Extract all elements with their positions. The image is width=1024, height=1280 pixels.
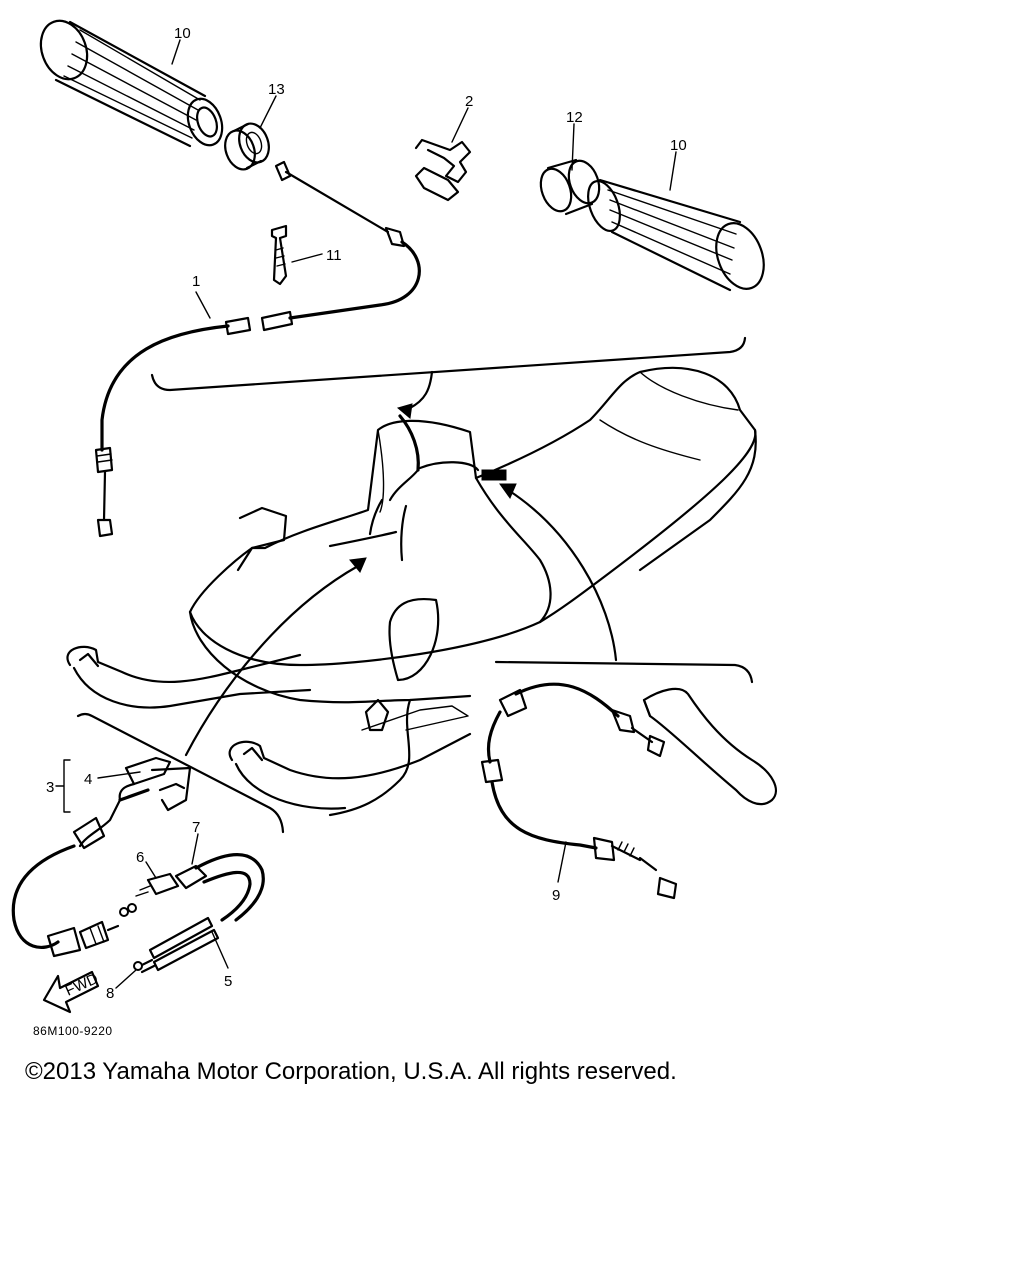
handlebar-grip-right (539, 158, 765, 292)
callout-10-right: 10 (670, 137, 687, 154)
copyright-notice: ©2013 Yamaha Motor Corporation, U.S.A. A… (25, 1058, 677, 1085)
leader-10b (669, 151, 677, 191)
wire-harness (133, 916, 220, 974)
forward-arrow-icon: FWD (42, 970, 101, 1014)
leader-7 (191, 833, 199, 865)
leader-6 (145, 861, 157, 879)
leader-5 (211, 931, 229, 969)
leader-1 (195, 291, 211, 319)
callout-12: 12 (566, 109, 583, 126)
callout-9: 9 (552, 887, 560, 904)
spring-clip (414, 138, 472, 202)
brake-lever (642, 687, 777, 806)
callout-3: 3 (46, 779, 54, 796)
leader-11 (291, 253, 323, 263)
leader-8 (115, 969, 137, 989)
routing-arrow-kill-switch (184, 564, 360, 757)
callout-8: 8 (106, 985, 114, 1002)
routing-arrow-brake (506, 488, 618, 662)
left-section-bracket (76, 712, 285, 834)
leader-13 (259, 95, 277, 129)
right-section-bracket (494, 660, 754, 684)
grip-collar (224, 122, 270, 171)
brake-cable (480, 682, 678, 900)
kill-switch-assembly (11, 756, 192, 958)
routing-arrow-brake-head (499, 483, 517, 500)
leader-10a (171, 39, 181, 65)
handlebar-grip-left (39, 19, 224, 148)
leader-12 (571, 123, 575, 171)
drawing-code: 86M100-9220 (33, 1024, 113, 1038)
throttle-cable (94, 160, 421, 538)
callout-6: 6 (136, 849, 144, 866)
switch-cable-set (119, 853, 265, 922)
callout-5: 5 (224, 973, 232, 990)
callout-10-left: 10 (174, 25, 191, 42)
callout-13: 13 (268, 81, 285, 98)
mounting-bolt (270, 224, 288, 286)
parts-diagram: FWD 1 2 3 4 5 6 7 8 9 10 10 11 12 13 (11, 19, 777, 1014)
snowmobile-body (66, 366, 757, 817)
leader-3 (55, 759, 71, 813)
top-section-bracket (150, 336, 747, 392)
callout-4: 4 (84, 771, 92, 788)
routing-arrow-kill-switch-head (349, 557, 367, 573)
callout-11: 11 (326, 247, 342, 264)
callout-1: 1 (192, 273, 200, 290)
callout-2: 2 (465, 93, 473, 110)
callout-7: 7 (192, 819, 200, 836)
hood-cable-routing (328, 370, 507, 562)
leader-9 (557, 841, 567, 883)
leader-4 (97, 771, 141, 779)
leader-2 (451, 107, 469, 143)
